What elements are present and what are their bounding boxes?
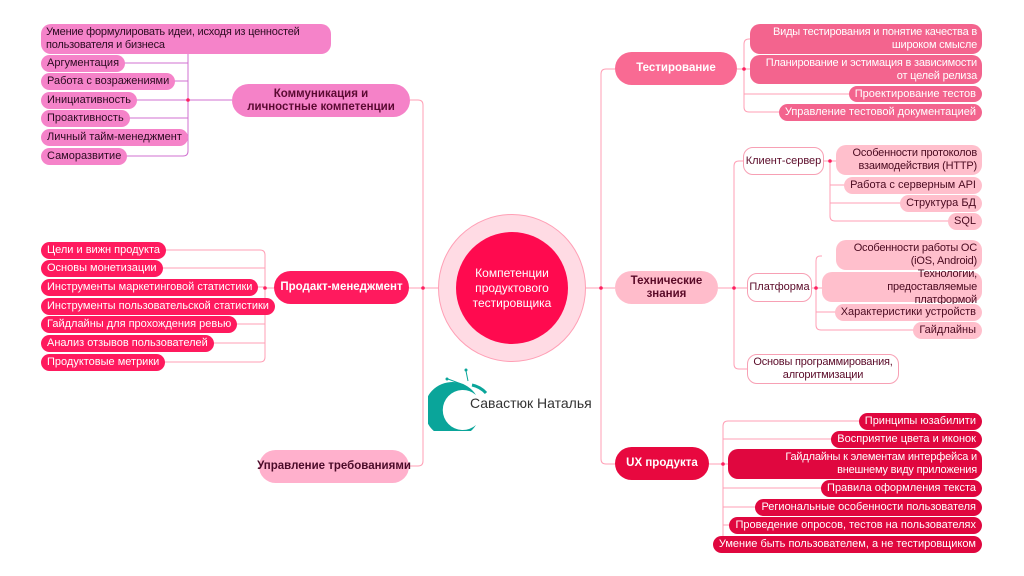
list-item[interactable]: Проектирование тестов <box>848 86 982 102</box>
list-item[interactable]: Аргументация <box>41 55 126 72</box>
list-item[interactable]: Региональные особенности пользователя <box>755 499 982 516</box>
list-item[interactable]: Личный тайм-менеджмент <box>41 129 188 146</box>
list-item[interactable]: SQL <box>947 213 982 230</box>
list-item[interactable]: Планирование и эстимация в зависимости о… <box>750 55 982 84</box>
list-item[interactable]: Проведение опросов, тестов на пользовате… <box>729 517 982 534</box>
list-item[interactable]: Проактивность <box>41 110 130 127</box>
list-item[interactable]: Принципы юзабилити <box>858 413 982 430</box>
list-item[interactable]: Инструменты маркетинговой статистики <box>41 279 259 296</box>
list-item[interactable]: Умение быть пользователем, а не тестиров… <box>712 536 982 553</box>
branch-technical[interactable]: Технические знания <box>615 271 718 304</box>
list-item[interactable]: Анализ отзывов пользователей <box>41 335 214 352</box>
sub-branch-client-server[interactable]: Клиент-сервер <box>743 147 824 175</box>
list-item[interactable]: Структура БД <box>900 195 982 212</box>
branch-communication[interactable]: Коммуникация и личностные компетенции <box>232 84 410 117</box>
list-item[interactable]: Инструменты пользовательской статистики <box>41 298 275 315</box>
list-item[interactable]: Характеристики устройств <box>834 304 982 321</box>
list-item[interactable]: Основы монетизации <box>41 260 163 277</box>
branch-ux[interactable]: UX продукта <box>615 447 709 480</box>
sub-branch-programming[interactable]: Основы программирования, алгоритмизации <box>747 354 899 384</box>
logo-text: Савастюк Наталья <box>470 395 592 411</box>
sub-branch-platform[interactable]: Платформа <box>747 273 812 302</box>
list-item[interactable]: Управление тестовой документацией <box>778 104 982 121</box>
branch-product-management[interactable]: Продакт-менеджмент <box>274 271 409 304</box>
list-item[interactable]: Гайдлайны для прохождения ревью <box>41 316 238 333</box>
list-item[interactable]: Технологии, предоставляемые платформой <box>822 268 982 306</box>
list-item[interactable]: Работа с серверным API <box>844 177 982 194</box>
list-item[interactable]: Продуктовые метрики <box>41 354 166 371</box>
list-item[interactable]: Умение формулировать идеи, исходя из цен… <box>41 24 331 54</box>
list-item[interactable]: Гайдлайны <box>913 322 982 339</box>
central-topic[interactable]: Компетенции продуктового тестировщика <box>438 214 586 362</box>
logo-snail-icon <box>428 368 488 431</box>
list-item[interactable]: Инициативность <box>41 92 137 109</box>
list-item[interactable]: Восприятие цвета и иконок <box>831 431 982 448</box>
list-item[interactable]: Особенности протоколов взаимодействия (H… <box>836 145 982 175</box>
list-item[interactable]: Цели и вижн продукта <box>41 242 167 259</box>
list-item[interactable]: Работа с возражениями <box>41 73 176 90</box>
list-item[interactable]: Гайдлайны к элементам интерфейса и внешн… <box>728 449 982 479</box>
list-item[interactable]: Виды тестирования и понятие качества в ш… <box>750 24 982 54</box>
list-item[interactable]: Саморазвитие <box>41 148 128 165</box>
list-item[interactable]: Правила оформления текста <box>821 480 982 497</box>
central-topic-label: Компетенции продуктового тестировщика <box>456 232 568 344</box>
branch-requirements[interactable]: Управление требованиями <box>257 450 411 483</box>
list-item[interactable]: Особенности работы ОС (iOS, Android) <box>836 240 982 270</box>
branch-testing[interactable]: Тестирование <box>615 52 737 85</box>
